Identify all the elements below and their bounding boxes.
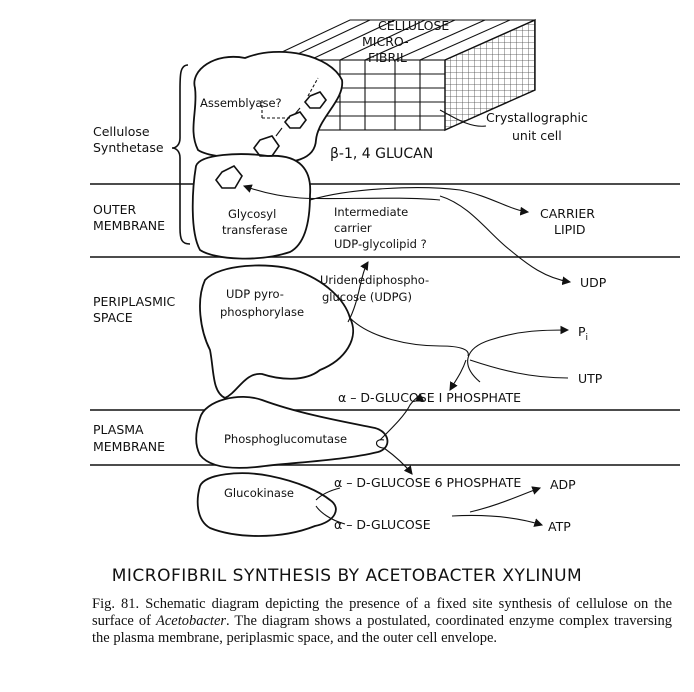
glucan-label: β-1, 4 GLUCAN	[330, 146, 433, 162]
plasma-membrane-label-1: PLASMA	[93, 422, 144, 437]
crystallographic-label: Crystallographic	[486, 110, 588, 125]
hexagon-icon	[303, 91, 327, 109]
udp-label: UDP	[580, 275, 607, 290]
glucose6p-to-1p-arrow	[379, 392, 425, 441]
uridenediphospho-label: Uridenediphospho-	[320, 273, 429, 287]
glucose6p-from-mutase-arrow	[383, 447, 413, 475]
glycosyl-label: Glycosyl	[228, 207, 276, 221]
glucokinase-label: Glucokinase	[224, 486, 294, 500]
carrier-label: carrier	[334, 221, 372, 235]
adp-arrow	[469, 486, 542, 513]
phosphoglucomutase-label: Phosphoglucomutase	[224, 432, 347, 446]
assemblyase-label: Assemblyase?	[200, 96, 282, 110]
intermediate-label: Intermediate	[334, 205, 408, 219]
caption-text-before: Schematic diagram depicting the presence…	[92, 596, 673, 629]
mutase-curl	[375, 439, 385, 449]
utp-line	[469, 359, 569, 379]
crystallographic-pointer	[439, 109, 487, 127]
figure-caption: Fig. 81.Schematic diagram depicting the …	[92, 596, 672, 647]
udp-glycolipid-label: UDP-glycolipid ?	[334, 237, 427, 251]
udp-pyrophosphorylase-blob	[199, 264, 355, 399]
pathway-arrows	[242, 109, 572, 527]
carrier-to-glycosyl-arrow	[242, 184, 441, 201]
glucose1p-to-udpg-arrow	[349, 317, 469, 357]
figure-number: Fig. 81.	[92, 596, 140, 612]
caption-italic: Acetobacter	[155, 613, 227, 629]
carrier-lipid-label-1: CARRIER	[540, 206, 595, 221]
glucose1p-arrow	[449, 359, 467, 391]
glucose-6-phosphate-label: α – D-GLUCOSE 6 PHOSPHATE	[334, 475, 521, 490]
glucokinase-blob	[196, 472, 337, 537]
carrier-to-udp-arrow	[439, 195, 572, 286]
hexagon-icon	[253, 135, 280, 157]
fibril-label: FIBRIL	[368, 50, 407, 65]
glucose-label: α – D-GLUCOSE	[334, 517, 431, 532]
atp-label: ATP	[548, 519, 571, 534]
cellulose-label: CELLULOSE	[378, 18, 449, 33]
hexagon-icon	[283, 111, 307, 129]
glucose-residues	[215, 77, 327, 189]
figure-title: MICROFIBRIL SYNTHESIS BY ACETOBACTER XYL…	[111, 566, 583, 586]
plasma-membrane-label-2: MEMBRANE	[93, 439, 165, 454]
glucose-to-atp-arrow	[451, 514, 544, 527]
adp-label: ADP	[550, 477, 576, 492]
intermediate-to-carrier-lipid-arrow	[309, 187, 530, 216]
cellulose-synthetase-label-2: Synthetase	[93, 140, 164, 155]
periplasmic-label-2: SPACE	[93, 310, 133, 325]
utp-label: UTP	[578, 371, 603, 386]
udp-pyro-label: UDP pyro-	[226, 287, 284, 301]
diagram-canvas: CELLULOSE MICRO- FIBRIL Crystallographic…	[90, 18, 680, 537]
pi-label: Pi	[578, 324, 588, 343]
outer-membrane-label-2: MEMBRANE	[93, 218, 165, 233]
udpg-to-intermediate-arrow	[347, 261, 369, 323]
udpg-label: glucose (UDPG)	[322, 290, 412, 304]
glucose-to-glucokinase	[315, 505, 346, 525]
unit-cell-label: unit cell	[512, 128, 562, 143]
micro-label: MICRO-	[362, 34, 409, 49]
cellulose-synthetase-label-1: Cellulose	[93, 124, 150, 139]
membrane-lines	[90, 183, 680, 466]
phosphoglucomutase-blob	[195, 396, 389, 469]
phosphorylase-label: phosphorylase	[220, 305, 304, 319]
outer-membrane-label-1: OUTER	[93, 202, 137, 217]
carrier-lipid-label-2: LIPID	[554, 222, 586, 237]
caption-text-after: . The diagram shows a postulated, coordi…	[92, 613, 672, 646]
periplasmic-label-1: PERIPLASMIC	[93, 294, 176, 309]
transferase-label: transferase	[222, 223, 288, 237]
assemblyase-blob	[192, 51, 343, 163]
cellulose-synthetase-brace	[171, 64, 191, 245]
glucokinase-to-glucose6p	[315, 487, 341, 501]
hexagon-icon	[215, 164, 243, 189]
glucose-1-phosphate-label: α – D-GLUCOSE I PHOSPHATE	[338, 390, 521, 405]
utp-to-pi-arrow	[467, 325, 570, 383]
